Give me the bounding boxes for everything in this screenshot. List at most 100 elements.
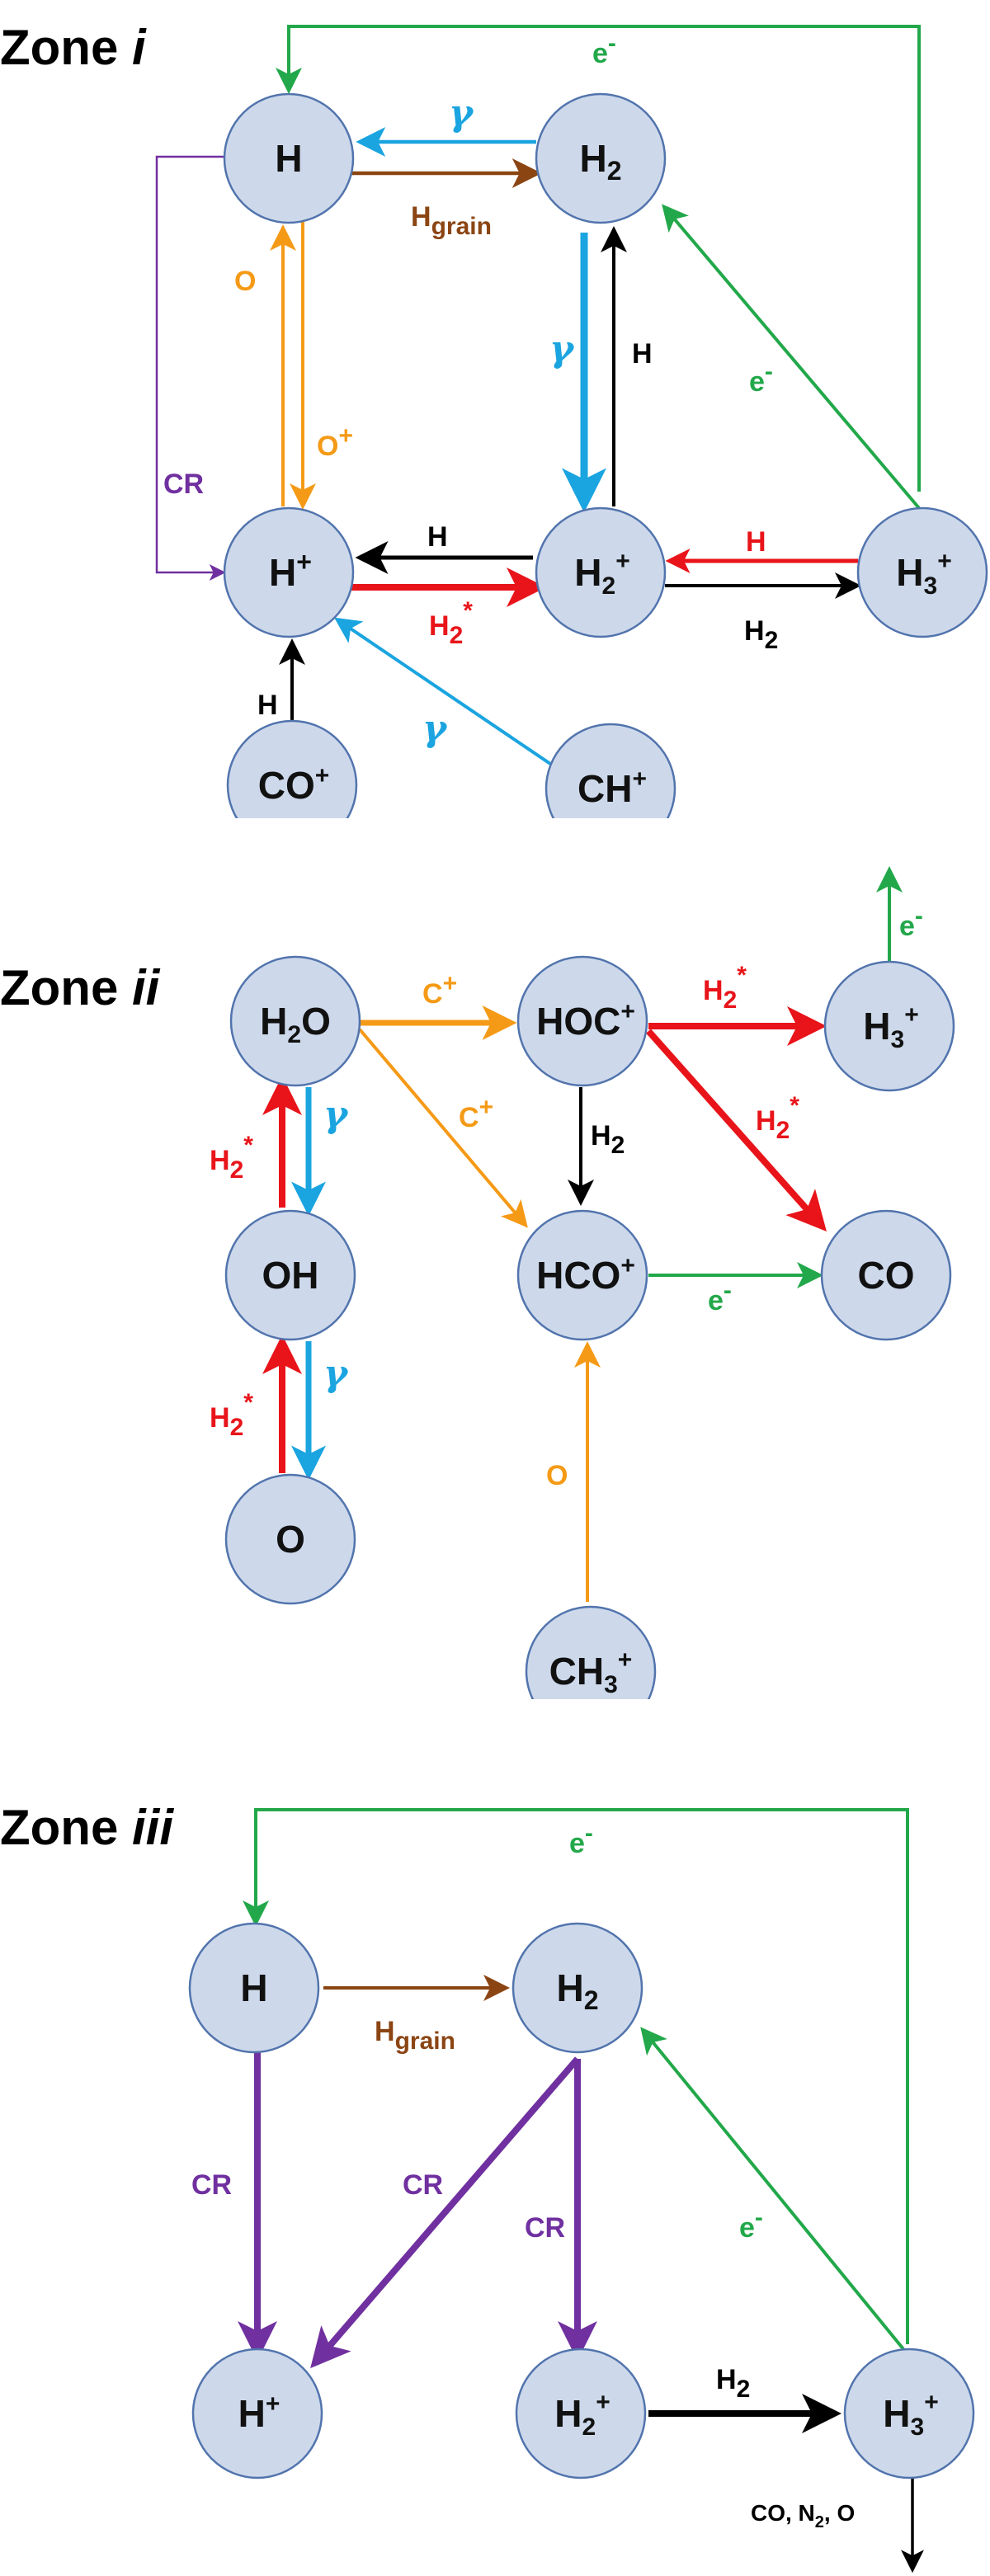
svg-text:OH: OH (262, 1254, 319, 1297)
zone-2-title: Zone ii (0, 960, 161, 1015)
edge-gamma-chp-to-hp (334, 617, 554, 767)
label-h2star-oh: H2* (210, 1132, 253, 1184)
label-e-top: e- (569, 1820, 593, 1859)
svg-text:HCO+: HCO+ (536, 1252, 635, 1297)
zone-3-title: Zone iii (0, 1800, 174, 1855)
zone-1-edge-labels: e- γ Hgrain O O+ CR γ H e- H H2* H H2 H … (163, 30, 778, 750)
svg-text:H3+: H3+ (863, 1001, 918, 1053)
node-hp: H+ (191, 2348, 323, 2479)
zone-1-edges (155, 25, 921, 767)
label-op: O+ (317, 422, 353, 462)
node-h3p: H3+ (856, 506, 988, 638)
label-e-hcop-co: e- (708, 1277, 732, 1316)
zone-3-edges (238, 1808, 924, 2574)
zone-3-nodes: H H2 H+ H2+ H3+ (188, 1922, 975, 2479)
label-h2-hocp-hcop: H2 (591, 1120, 625, 1159)
zone-2-edge-labels: e- C+ C+ H2* H2* H2 e- H2* γ H2* γ O (210, 902, 923, 1491)
label-cp-top: C+ (422, 970, 457, 1010)
svg-text:CO+: CO+ (258, 762, 330, 807)
svg-text:H+: H+ (238, 2390, 280, 2435)
edge-e-h3p-to-h2 (640, 2027, 909, 2356)
svg-text:H: H (240, 1966, 267, 2009)
label-h-h3p-h2p: H (746, 526, 766, 558)
node-hcop: HCO+ (516, 1209, 648, 1341)
svg-text:O: O (276, 1518, 305, 1561)
edge-cp-h2o-to-hcop (358, 1028, 528, 1228)
label-h2star-o: H2* (210, 1389, 253, 1441)
svg-text:H2O: H2O (260, 1000, 331, 1048)
zone-1-title: Zone i (0, 20, 147, 75)
node-ch3p: CH3+ (525, 1605, 657, 1699)
label-h2-h2p-h3p: H2 (716, 2364, 750, 2403)
svg-text:H3+: H3+ (883, 2389, 938, 2441)
svg-text:H: H (275, 137, 302, 180)
label-gamma-h2-h: γ (449, 92, 474, 134)
label-gamma-chp-hp: γ (422, 708, 448, 750)
node-h2p: H2+ (515, 2348, 647, 2479)
label-e-h3p-h2: e- (739, 2204, 763, 2244)
label-h2star: H2* (429, 597, 473, 649)
svg-text:CH+: CH+ (578, 765, 647, 810)
label-h2-h2p-h3p: H2 (744, 615, 778, 654)
label-gamma-h2-h2p: γ (549, 328, 575, 370)
svg-text:H+: H+ (269, 547, 312, 594)
svg-text:H2: H2 (579, 137, 621, 186)
svg-text:CO: CO (858, 1254, 915, 1297)
node-h2p: H2+ (535, 506, 667, 638)
node-h3p: H3+ (843, 2348, 975, 2479)
edge-h2star-hocp-to-co (646, 1029, 827, 1231)
node-co: CO (820, 1209, 952, 1341)
node-chp: CH+ (544, 723, 676, 818)
edge-e-h3p-to-h (243, 1808, 909, 2344)
label-products: CO, N2, O (751, 2500, 855, 2531)
node-h2: H2 (512, 1922, 644, 2054)
zone-2: Zone ii H (0, 866, 955, 1699)
label-h-h2p-hp: H (427, 521, 448, 553)
label-h2star-top: H2* (703, 962, 747, 1014)
edge-e-h3p-to-h (276, 25, 921, 492)
label-cr-mid: CR (525, 2212, 565, 2244)
svg-text:H2+: H2+ (574, 548, 629, 600)
label-h-h2p-h2: H (632, 338, 653, 370)
label-cr-diag: CR (403, 2169, 443, 2201)
svg-text:H3+: H3+ (896, 548, 951, 600)
node-h2o: H2O (229, 955, 361, 1087)
svg-text:H2: H2 (556, 1966, 598, 2015)
node-h2: H2 (535, 92, 667, 224)
label-hgrain: Hgrain (375, 2016, 455, 2055)
label-e-up: e- (899, 902, 923, 942)
node-h: H (188, 1922, 320, 2054)
node-cop: CO+ (226, 719, 358, 818)
zone-2-edges (262, 866, 903, 1602)
label-cr-left: CR (191, 2169, 232, 2201)
label-o-ch3p: O (546, 1460, 568, 1491)
label-gamma-h2o-oh: γ (323, 1094, 349, 1136)
zone-3: Zone iii H H2 H+ H2+ H3+ (0, 1800, 975, 2574)
label-hgrain: Hgrain (411, 201, 492, 240)
node-h3p: H3+ (823, 960, 955, 1092)
node-hp: H+ (223, 506, 355, 638)
zone-3-edge-labels: e- Hgrain CR CR CR e- H2 CO, N2, O (191, 1820, 855, 2531)
node-h: H (223, 92, 355, 224)
zone-1-nodes: H H2 H+ H2+ H3+ CO+ CH+ (223, 92, 988, 818)
label-o: O (234, 266, 256, 297)
zone-2-nodes: H2O HOC+ H3+ OH HCO+ CO O CH3+ (224, 955, 955, 1699)
svg-text:HOC+: HOC+ (536, 998, 635, 1043)
label-cr: CR (163, 469, 204, 500)
label-cp-diag: C+ (459, 1094, 493, 1133)
label-e-top: e- (592, 30, 616, 69)
zone-1: Zone i (0, 20, 988, 818)
label-gamma-oh-o: γ (323, 1353, 349, 1395)
svg-text:H2+: H2+ (554, 2389, 610, 2441)
edge-cr-h2-to-hp (310, 2056, 581, 2369)
svg-text:CH3+: CH3+ (549, 1646, 633, 1698)
edge-cr-h-to-hp (155, 155, 226, 581)
node-o: O (224, 1473, 356, 1605)
label-e-h3p-h2: e- (749, 358, 773, 398)
edge-e-h3p-to-h2 (662, 204, 921, 510)
label-h2star-diag: H2* (756, 1092, 799, 1144)
node-oh: OH (224, 1209, 356, 1341)
node-hocp: HOC+ (516, 955, 648, 1087)
label-h-cop-hp: H (257, 690, 278, 721)
